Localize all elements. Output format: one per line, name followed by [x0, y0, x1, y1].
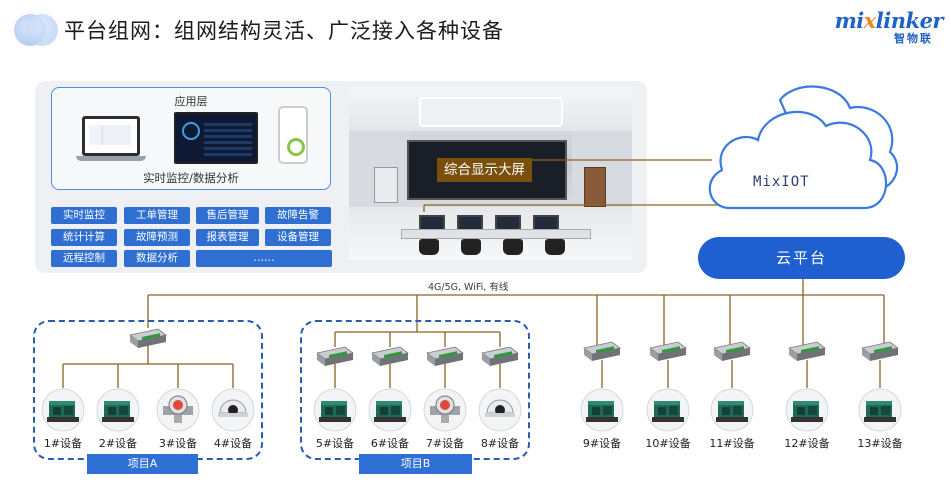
laptop-icon: [76, 116, 146, 166]
device-label: 12#设备: [784, 437, 830, 450]
application-layer-box: 应用层 实时监控/数据分析: [51, 87, 331, 190]
gateway-icon: [788, 341, 826, 361]
project-b-label: 项目B: [359, 454, 472, 474]
project-a-label: 项目A: [87, 454, 198, 474]
brand-logo: mixlinker 智物联: [835, 8, 944, 45]
device-label: 6#设备: [370, 437, 410, 450]
generator-icon: [858, 388, 902, 432]
gateway-icon: [481, 346, 519, 366]
gateway-icon: [713, 341, 751, 361]
mobile-phone-icon: [278, 106, 308, 164]
device-label: 1#设备: [43, 437, 83, 450]
cloud-label: MixIOT: [753, 174, 810, 190]
gateway-icon: [583, 341, 621, 361]
function-button[interactable]: 数据分析: [124, 250, 190, 267]
generator-icon: [580, 388, 624, 432]
display-screen-label: 综合显示大屏: [437, 158, 532, 182]
device-label: 8#设备: [480, 437, 520, 450]
function-button[interactable]: 报表管理: [196, 229, 259, 246]
function-button[interactable]: ……: [196, 250, 332, 267]
dome-camera-icon: [211, 388, 255, 432]
device-label: 10#设备: [645, 437, 691, 450]
brand-name: mixlinker: [834, 8, 944, 33]
flow-meter-icon: [423, 388, 467, 432]
gateway-icon: [129, 328, 167, 348]
gateway-icon: [861, 341, 899, 361]
device-label: 3#设备: [158, 437, 198, 450]
generator-icon: [646, 388, 690, 432]
device-label: 5#设备: [315, 437, 355, 450]
function-button[interactable]: 实时监控: [51, 207, 117, 224]
generator-icon: [368, 388, 412, 432]
function-button[interactable]: 设备管理: [265, 229, 331, 246]
dashboard-monitor-icon: [174, 112, 258, 164]
page-title: 平台组网：组网结构灵活、广泛接入各种设备: [64, 19, 504, 43]
device-label: 9#设备: [582, 437, 622, 450]
flow-meter-icon: [156, 388, 200, 432]
network-type-label: 4G/5G, WiFi, 有线: [428, 282, 509, 293]
application-layer-title: 应用层: [174, 95, 208, 108]
function-button[interactable]: 故障预测: [124, 229, 190, 246]
function-button[interactable]: 售后管理: [196, 207, 259, 224]
dome-camera-icon: [478, 388, 522, 432]
function-button[interactable]: 远程控制: [51, 250, 117, 267]
device-label: 4#设备: [213, 437, 253, 450]
device-label: 13#设备: [857, 437, 903, 450]
cloud-platform-button[interactable]: 云平台: [698, 237, 905, 279]
control-room-photo: [349, 87, 632, 260]
function-button[interactable]: 工单管理: [124, 207, 190, 224]
generator-icon: [313, 388, 357, 432]
gateway-icon: [426, 346, 464, 366]
function-button[interactable]: 故障告警: [265, 207, 331, 224]
device-label: 11#设备: [709, 437, 755, 450]
function-button[interactable]: 统计计算: [51, 229, 117, 246]
application-layer-caption: 实时监控/数据分析: [143, 171, 239, 185]
generator-icon: [785, 388, 829, 432]
gateway-icon: [371, 346, 409, 366]
brand-subtitle: 智物联: [894, 32, 933, 45]
generator-icon: [710, 388, 754, 432]
gateway-icon: [649, 341, 687, 361]
device-label: 7#设备: [425, 437, 465, 450]
header-decoration-icon: [14, 12, 58, 48]
generator-icon: [41, 388, 85, 432]
gateway-icon: [316, 346, 354, 366]
device-label: 2#设备: [98, 437, 138, 450]
generator-icon: [96, 388, 140, 432]
cloud-icon: [708, 85, 899, 210]
